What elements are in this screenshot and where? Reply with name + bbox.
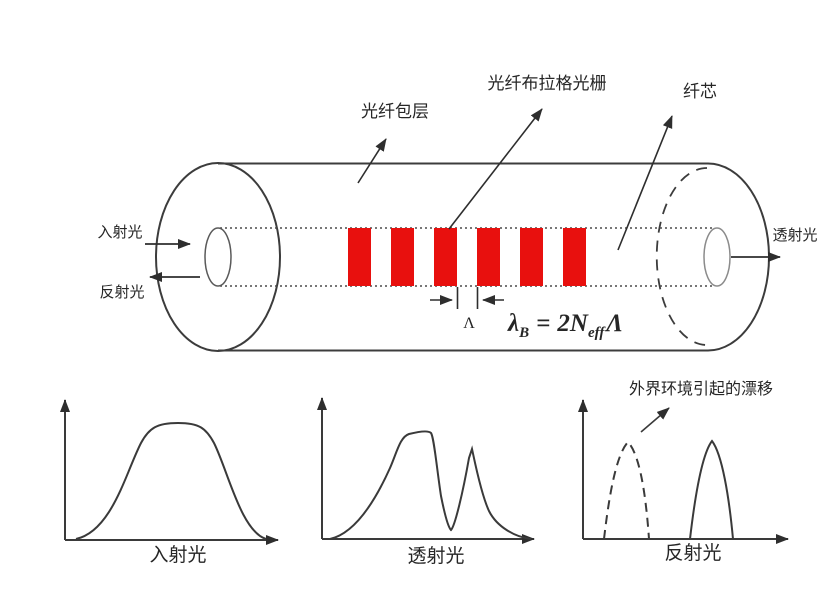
shifted-reflected-peak-dashed — [603, 440, 650, 540]
leader-arrows — [357, 108, 673, 251]
incident-plot-label: 入射光 — [149, 544, 206, 566]
bragg-grating-stripes — [348, 228, 586, 286]
incident-spectrum-curve — [75, 421, 267, 540]
grating-label: 光纤布拉格光栅 — [488, 74, 607, 93]
grating-stripe — [477, 228, 500, 286]
reflected-peak-solid — [689, 439, 734, 540]
grating-leader-arrow — [448, 108, 543, 230]
light-arrows — [145, 239, 781, 282]
fiber-cylinder — [155, 162, 770, 352]
core-leader-arrow — [617, 115, 673, 251]
transmitted-spectrum-curve — [329, 430, 532, 540]
fiber-core — [204, 227, 731, 287]
bragg-formula: λB =2NeffΛ — [507, 310, 623, 341]
core-label: 纤芯 — [683, 82, 717, 101]
cladding-label: 光纤包层 — [361, 102, 429, 121]
transmitted-plot-label: 透射光 — [407, 545, 464, 567]
period-symbol-label: Λ — [463, 315, 475, 332]
transmitted-spectrum-plot — [317, 397, 535, 544]
formula-coefficient: 2 — [556, 310, 570, 337]
grating-stripe — [348, 228, 371, 286]
grating-stripe — [391, 228, 414, 286]
incident-spectrum-plot — [60, 399, 279, 545]
formula-lambda: λ — [507, 310, 519, 337]
formula-equals: = — [536, 310, 550, 337]
formula-n: N — [569, 310, 589, 337]
formula-period: Λ — [604, 310, 623, 337]
grating-stripe — [563, 228, 586, 286]
cladding-leader-arrow — [357, 138, 387, 184]
reflected-light-label: 反射光 — [99, 284, 144, 301]
formula-n-sub: eff — [588, 325, 606, 341]
drift-annotation-label: 外界环境引起的漂移 — [629, 379, 773, 398]
incident-light-label: 入射光 — [97, 224, 142, 241]
reflected-plot-label: 反射光 — [664, 542, 721, 564]
core-left-end-ellipse — [204, 227, 232, 287]
cylinder-left-end-face — [155, 162, 281, 352]
reflected-spectrum-plot — [578, 399, 789, 544]
core-right-end-ellipse — [703, 227, 731, 287]
transmitted-light-label: 透射光 — [772, 227, 817, 244]
grating-period-dimension — [430, 287, 504, 309]
grating-stripe — [434, 228, 457, 286]
formula-lambda-sub: B — [518, 325, 529, 341]
drift-annotation-arrow — [640, 407, 670, 433]
cylinder-back-rim-dashed — [655, 167, 708, 346]
grating-stripe — [520, 228, 543, 286]
